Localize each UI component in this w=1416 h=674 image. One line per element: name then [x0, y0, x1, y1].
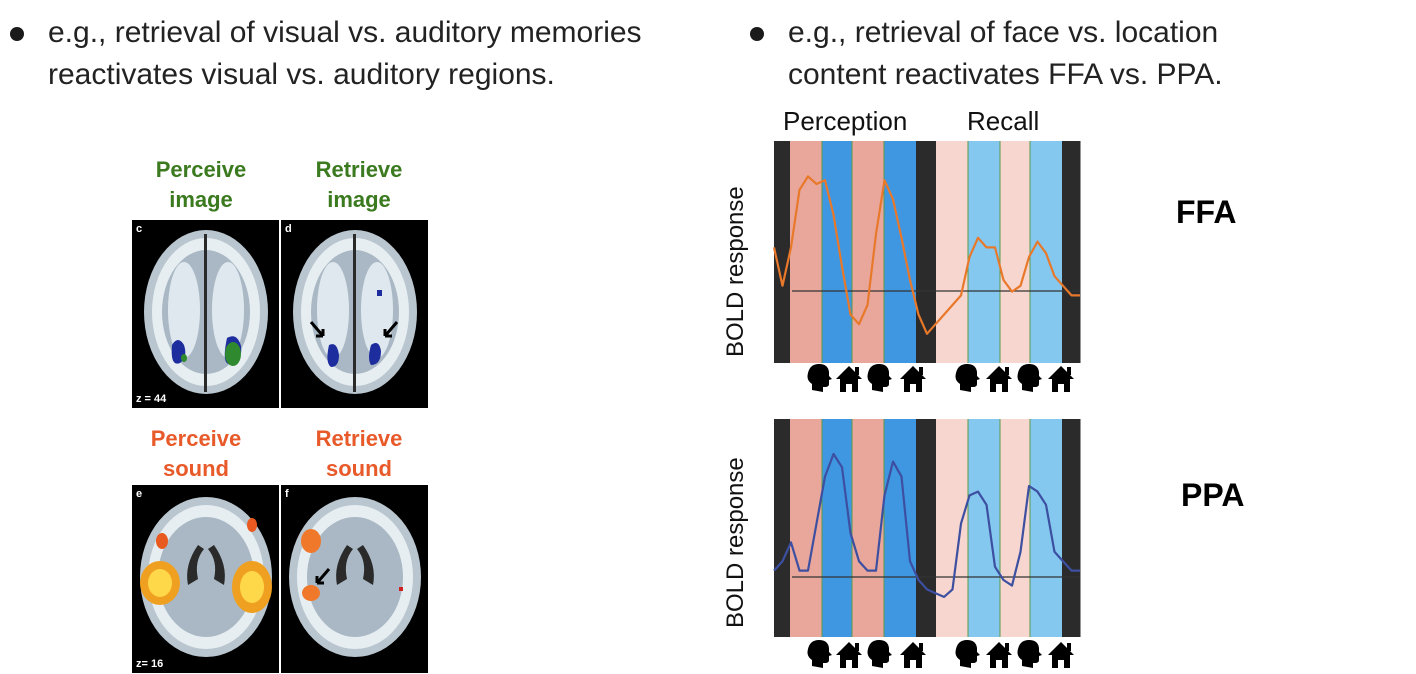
house-icon [986, 642, 1012, 668]
roi-label-ffa: FFA [1176, 194, 1237, 230]
roi-label-ppa: PPA [1181, 477, 1245, 513]
block-scene [1030, 419, 1063, 637]
block-face [936, 141, 969, 363]
icon-row-ppa [807, 640, 1074, 668]
house-icon [836, 642, 862, 668]
bullet-line: e.g., retrieval of visual vs. auditory m… [48, 16, 642, 49]
bullet-dot [10, 27, 24, 41]
block-face [852, 419, 885, 637]
label-perceive-sound: Perceive sound [150, 426, 242, 481]
block-face [852, 141, 885, 363]
block-scene [968, 419, 1001, 637]
chart-ppa [773, 419, 1081, 637]
brain-scan-perceive-image: c z = 44 [132, 220, 279, 408]
block-scene [884, 141, 917, 363]
block-scene [822, 141, 853, 363]
label-retrieve-image: Retrieve image [315, 157, 403, 212]
panel-letter: c [136, 223, 143, 235]
bullet-visual-auditory: e.g., retrieval of visual vs. auditory m… [10, 12, 710, 102]
block-rest [774, 141, 791, 363]
block-face [790, 141, 823, 363]
brain-scan-perceive-sound: e z= 16 [132, 485, 279, 673]
face-icon [867, 640, 892, 668]
chart-ffa [772, 141, 1081, 363]
bullet-line: e.g., retrieval of face vs. location [788, 16, 1219, 49]
bullet-line: content reactivates FFA vs. PPA. [788, 58, 1223, 91]
block-face [1000, 419, 1031, 637]
ylabel-ffa: BOLD response [722, 186, 749, 357]
bullet-dot [750, 27, 764, 41]
face-icon [807, 364, 832, 392]
z-coordinate: z = 44 [136, 393, 167, 405]
brain-scan-retrieve-image: d [281, 220, 428, 408]
label-perceive-image: Perceive image [155, 157, 247, 212]
face-icon [955, 640, 980, 668]
icon-row-ffa [807, 364, 1074, 392]
panel-letter: e [136, 488, 143, 500]
block-rest [1062, 141, 1081, 363]
bullet-face-location: e.g., retrieval of face vs. location con… [750, 12, 1350, 102]
block-rest [1062, 419, 1081, 637]
block-scene [822, 419, 853, 637]
house-icon [900, 366, 926, 392]
face-icon [1017, 364, 1042, 392]
face-icon [1017, 640, 1042, 668]
house-icon [1048, 366, 1074, 392]
block-face [936, 419, 969, 637]
house-icon [836, 366, 862, 392]
panel-letter: d [285, 223, 292, 235]
block-face [790, 419, 823, 637]
face-icon [955, 364, 980, 392]
bold-series-line [772, 175, 1080, 335]
header-recall: Recall [967, 106, 1040, 136]
bullet-line: reactivates visual vs. auditory regions. [48, 58, 555, 91]
house-icon [1048, 642, 1074, 668]
label-retrieve-sound: Retrieve sound [315, 426, 403, 481]
panel-letter: f [285, 488, 289, 500]
block-rest [916, 141, 937, 363]
house-icon [986, 366, 1012, 392]
ylabel-ppa: BOLD response [722, 457, 749, 628]
face-icon [807, 640, 832, 668]
header-perception: Perception [783, 106, 908, 136]
brain-scan-retrieve-sound: f [281, 485, 428, 673]
block-scene [884, 419, 917, 637]
block-rest [916, 419, 937, 637]
z-coordinate: z= 16 [136, 658, 164, 670]
face-icon [867, 364, 892, 392]
block-face [1000, 141, 1031, 363]
block-rest [774, 419, 791, 637]
house-icon [900, 642, 926, 668]
bold-series-line [773, 452, 1080, 598]
